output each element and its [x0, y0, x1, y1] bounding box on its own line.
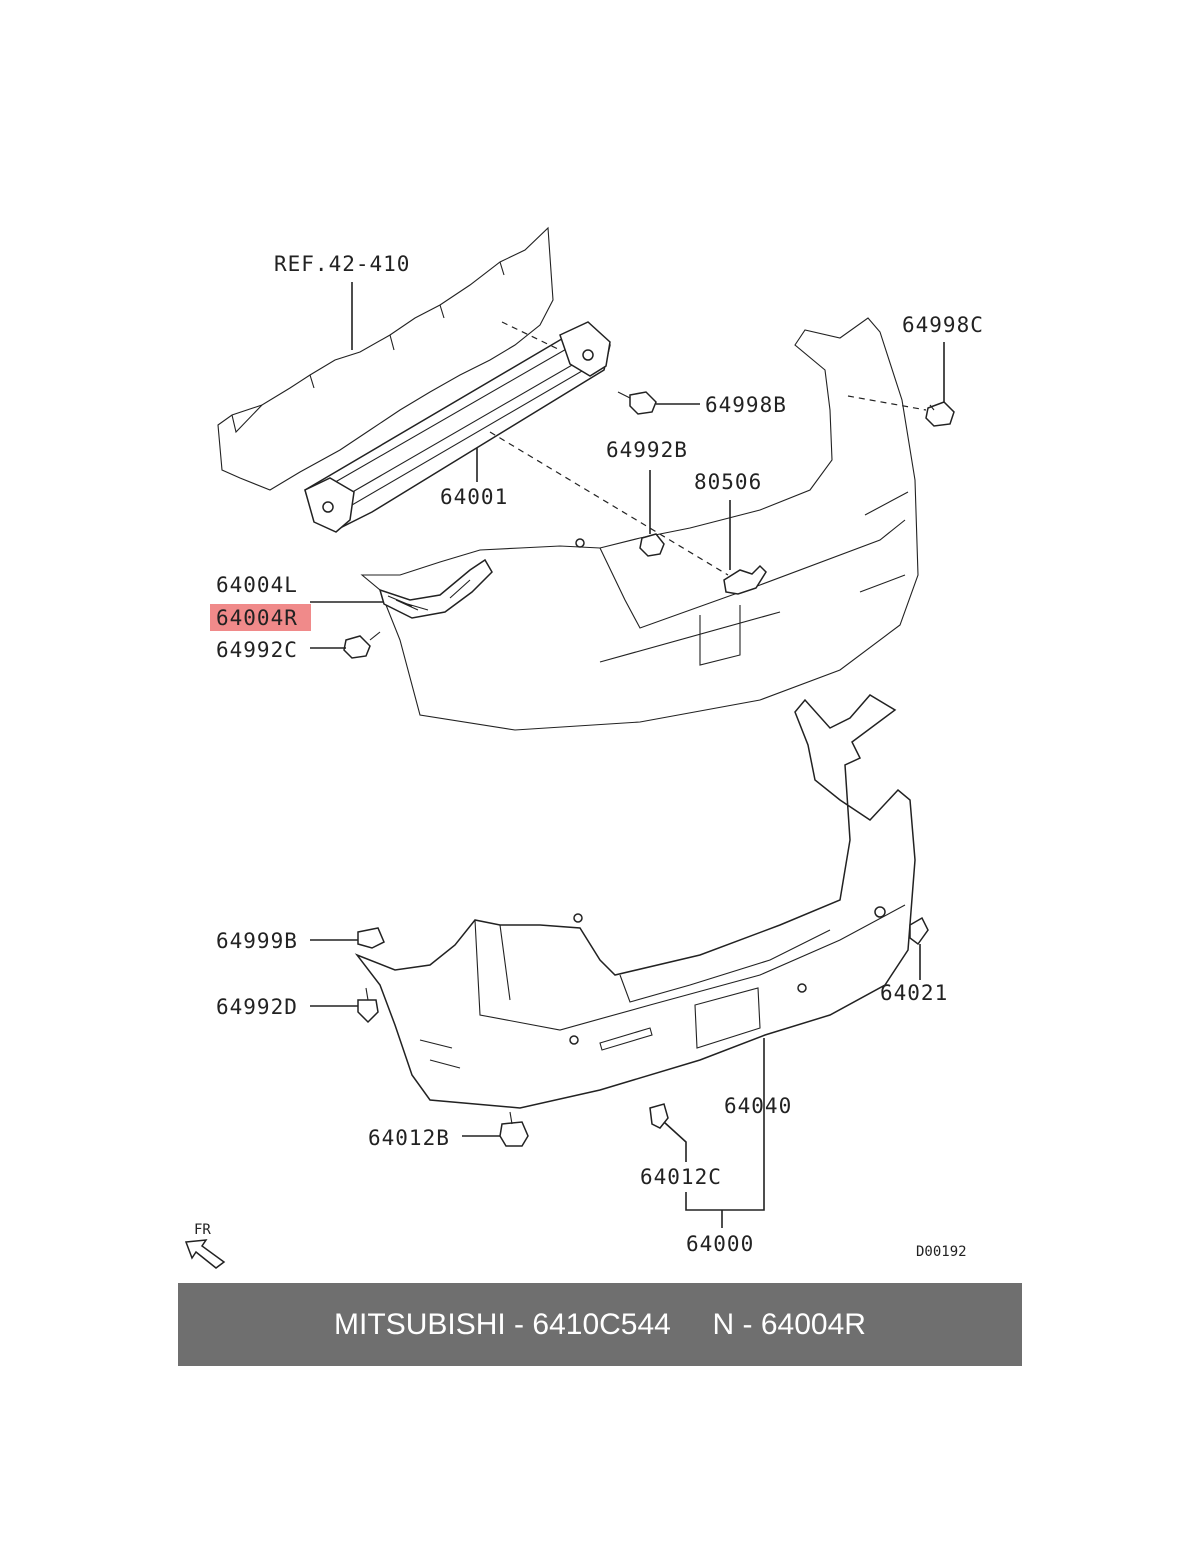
clip-64012C — [649, 1103, 669, 1129]
bolt-64998B — [617, 391, 657, 415]
label-64000: 64000 — [686, 1232, 754, 1256]
label-64004R: 64004R — [216, 606, 298, 630]
label-64021: 64021 — [880, 981, 948, 1005]
reinforcement-beam-64001 — [304, 321, 611, 533]
bumper-inner-panel — [360, 317, 919, 731]
part-labels: REF.42-410 64998C 64998B 64992B 80506 64… — [216, 252, 984, 1260]
side-bracket-64004 — [378, 558, 493, 619]
clip-64021 — [909, 916, 929, 946]
label-64040: 64040 — [724, 1094, 792, 1118]
part-number-banner: MITSUBISHI - 6410C544 N - 64004R — [178, 1283, 1022, 1366]
fasteners — [343, 391, 955, 1147]
nut-64999B — [357, 927, 385, 949]
footer-brand: MITSUBISHI - 6410C544 — [334, 1307, 671, 1341]
bracket-80506 — [723, 564, 767, 595]
diagram-code: D00192 — [916, 1244, 967, 1260]
clip-64992D — [357, 987, 379, 1024]
label-64998B: 64998B — [705, 393, 787, 417]
front-arrow-icon: FR — [184, 1222, 226, 1269]
label-ref: REF.42-410 — [274, 252, 410, 276]
label-64992D: 64992D — [216, 995, 298, 1019]
highlight-64004R — [210, 604, 311, 631]
label-64992B: 64992B — [606, 438, 688, 462]
label-80506: 80506 — [694, 470, 762, 494]
label-fr: FR — [194, 1222, 211, 1238]
bolt-64992C — [343, 631, 381, 659]
label-64992C: 64992C — [216, 638, 298, 662]
clip-64012B — [499, 1111, 529, 1147]
bolt-64998C — [925, 401, 955, 427]
clip-64992B — [639, 533, 665, 557]
assembly-dashed-lines — [489, 321, 927, 576]
label-64998C: 64998C — [902, 313, 984, 337]
label-64004L: 64004L — [216, 573, 298, 597]
bumper-cover-64040 — [354, 694, 916, 1109]
leader-lines — [310, 282, 945, 1228]
label-64012B: 64012B — [368, 1126, 450, 1150]
body-panel-ref — [217, 226, 554, 491]
label-64012C: 64012C — [640, 1165, 722, 1189]
label-64999B: 64999B — [216, 929, 298, 953]
footer-number: N - 64004R — [712, 1307, 866, 1341]
label-64001: 64001 — [440, 485, 508, 509]
